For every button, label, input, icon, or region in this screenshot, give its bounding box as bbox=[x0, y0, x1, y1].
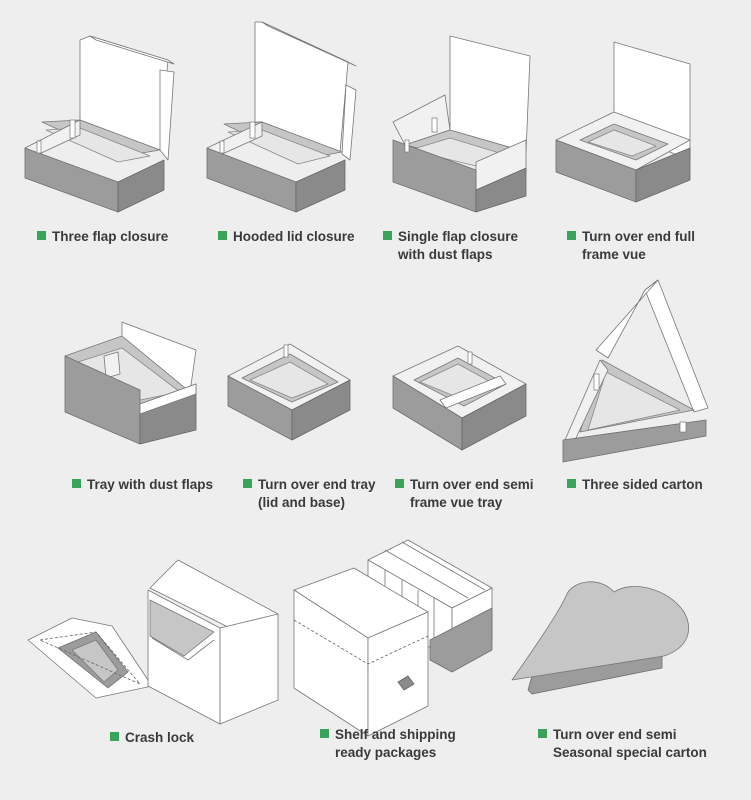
three-flap-closure-carton bbox=[24, 35, 175, 213]
green-square-bullet-icon bbox=[567, 479, 576, 488]
green-square-bullet-icon bbox=[538, 729, 547, 738]
hooded-lid-closure-carton bbox=[206, 21, 357, 213]
caption-line-2: ready packages bbox=[335, 745, 437, 760]
turn-over-end-tray-carton bbox=[227, 343, 351, 441]
caption-shelf-and-shipping: Shelf and shipping ready packages bbox=[320, 726, 456, 762]
green-square-bullet-icon bbox=[383, 231, 392, 240]
caption-line-2: with dust flaps bbox=[398, 247, 493, 262]
caption-single-flap-closure: Single flap closure with dust flaps bbox=[383, 228, 518, 264]
green-square-bullet-icon bbox=[218, 231, 227, 240]
caption-line-2: Seasonal special carton bbox=[553, 745, 707, 760]
turn-over-end-semi-frame-vue-tray-carton bbox=[392, 345, 527, 451]
caption-line-1: Three flap closure bbox=[52, 229, 169, 244]
caption-line-2: frame vue tray bbox=[410, 495, 503, 510]
caption-line-1: Crash lock bbox=[125, 730, 195, 745]
green-square-bullet-icon bbox=[567, 231, 576, 240]
caption-tray-with-dust-flaps: Tray with dust flaps bbox=[72, 476, 213, 494]
single-flap-closure-carton bbox=[392, 35, 531, 213]
green-square-bullet-icon bbox=[37, 231, 46, 240]
green-square-bullet-icon bbox=[110, 732, 119, 741]
green-square-bullet-icon bbox=[72, 479, 81, 488]
caption-turn-over-end-full-frame-vue: Turn over end full frame vue bbox=[567, 228, 695, 264]
green-square-bullet-icon bbox=[243, 479, 252, 488]
caption-line-1: Hooded lid closure bbox=[233, 229, 355, 244]
crash-lock-carton bbox=[27, 559, 279, 725]
shelf-and-shipping-ready-packages bbox=[293, 539, 493, 737]
caption-line-1: Turn over end tray bbox=[258, 477, 376, 492]
caption-hooded-lid-closure: Hooded lid closure bbox=[218, 228, 355, 246]
caption-three-sided-carton: Three sided carton bbox=[567, 476, 703, 494]
caption-line-1: Tray with dust flaps bbox=[87, 477, 214, 492]
caption-turn-over-end-semi-frame-vue-tray: Turn over end semi frame vue tray bbox=[395, 476, 534, 512]
turn-over-end-full-frame-vue-carton bbox=[555, 41, 691, 203]
caption-line-1: Turn over end semi bbox=[553, 727, 677, 742]
caption-three-flap-closure: Three flap closure bbox=[37, 228, 168, 246]
caption-line-1: Turn over end semi bbox=[410, 477, 534, 492]
caption-line-2: (lid and base) bbox=[258, 495, 346, 510]
caption-line-2: frame vue bbox=[582, 247, 646, 262]
caption-seasonal-special-carton: Turn over end semi Seasonal special cart… bbox=[538, 726, 707, 762]
caption-line-1: Three sided carton bbox=[582, 477, 703, 492]
caption-line-1: Single flap closure bbox=[398, 229, 519, 244]
caption-line-1: Turn over end full bbox=[582, 229, 696, 244]
green-square-bullet-icon bbox=[320, 729, 329, 738]
caption-crash-lock: Crash lock bbox=[110, 729, 194, 747]
three-sided-carton bbox=[562, 279, 709, 463]
seasonal-special-heart-carton bbox=[511, 581, 689, 695]
tray-with-dust-flaps-carton bbox=[64, 321, 197, 445]
caption-line-1: Shelf and shipping bbox=[335, 727, 456, 742]
caption-turn-over-end-tray: Turn over end tray (lid and base) bbox=[243, 476, 376, 512]
green-square-bullet-icon bbox=[395, 479, 404, 488]
